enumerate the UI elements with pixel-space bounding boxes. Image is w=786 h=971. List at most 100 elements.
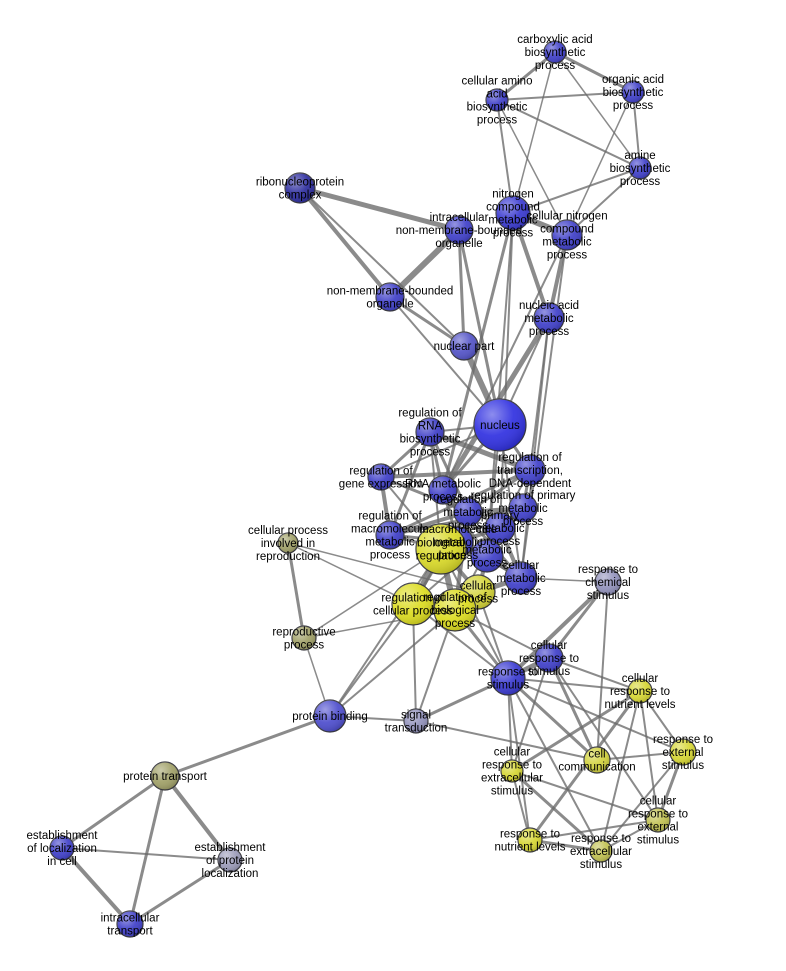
graph-edge-respstim-respnutrient: [507, 677, 531, 841]
graph-node-circle[interactable]: [627, 678, 653, 704]
graph-node-cellcomm[interactable]: [583, 746, 611, 774]
graph-edge-nitrogen-metab: [486, 212, 514, 557]
graph-node-estloc[interactable]: [49, 835, 75, 861]
graph-node-circle[interactable]: [594, 568, 622, 596]
graph-node-primary[interactable]: [484, 512, 516, 544]
edge-layer: [60, 50, 685, 926]
graph-node-circle[interactable]: [517, 827, 543, 853]
graph-node-estprot[interactable]: [217, 847, 243, 873]
graph-node-circle[interactable]: [453, 497, 483, 527]
graph-edge-respext-respextra: [600, 751, 684, 852]
graph-node-nuclearpart[interactable]: [449, 331, 479, 361]
graph-node-circle[interactable]: [583, 746, 611, 774]
graph-node-circle[interactable]: [551, 219, 583, 251]
graph-node-circle[interactable]: [403, 708, 429, 734]
graph-node-regmacromol[interactable]: [375, 520, 405, 550]
graph-node-respnutrient[interactable]: [517, 827, 543, 853]
graph-node-circle[interactable]: [504, 561, 538, 595]
graph-node-circle[interactable]: [485, 88, 509, 112]
graph-edge-regtrans-reggene: [379, 468, 532, 479]
graph-node-circle[interactable]: [449, 331, 479, 361]
graph-edge-regrnabio-regtrans: [427, 429, 533, 473]
graph-node-circle[interactable]: [217, 847, 243, 873]
graph-node-circle[interactable]: [150, 761, 180, 791]
graph-node-amine[interactable]: [628, 156, 652, 180]
graph-node-bioreg[interactable]: [415, 523, 467, 575]
graph-node-protbind[interactable]: [313, 699, 347, 733]
graph-node-circle[interactable]: [291, 625, 317, 651]
graph-node-respextra[interactable]: [589, 839, 613, 863]
graph-node-ribo[interactable]: [284, 172, 316, 204]
graph-edge-cellnitrogen-rnametab: [442, 234, 568, 491]
graph-edge-cellamino-nitrogen: [496, 99, 514, 214]
graph-node-reggene[interactable]: [367, 463, 395, 491]
graph-node-circle[interactable]: [508, 493, 538, 523]
graph-edge-prottrans-intratrans: [128, 774, 167, 926]
graph-node-circle[interactable]: [514, 454, 546, 486]
graph-node-circle[interactable]: [473, 398, 527, 452]
graph-node-cellrespstim[interactable]: [534, 643, 564, 673]
graph-node-regtrans[interactable]: [514, 454, 546, 486]
graph-node-cellrespext[interactable]: [645, 807, 671, 833]
graph-node-circle[interactable]: [433, 588, 477, 632]
graph-node-circle[interactable]: [543, 40, 567, 64]
graph-node-intratrans[interactable]: [116, 910, 144, 938]
graph-edge-cellrespstim-cellcomm: [547, 656, 599, 762]
graph-node-organic[interactable]: [621, 80, 645, 104]
graph-node-circle[interactable]: [628, 156, 652, 180]
graph-node-circle[interactable]: [495, 195, 531, 231]
graph-node-respext[interactable]: [669, 738, 697, 766]
graph-node-metab[interactable]: [470, 539, 504, 573]
graph-node-regmetab[interactable]: [453, 497, 483, 527]
graph-node-repro[interactable]: [291, 625, 317, 651]
graph-node-circle[interactable]: [444, 215, 474, 245]
graph-node-respchem[interactable]: [594, 568, 622, 596]
graph-node-cellrespextra[interactable]: [500, 759, 524, 783]
graph-node-circle[interactable]: [116, 910, 144, 938]
graph-node-circle[interactable]: [621, 80, 645, 104]
graph-edge-ribo-nuclearpart: [299, 187, 465, 347]
graph-node-circle[interactable]: [669, 738, 697, 766]
graph-node-nmb[interactable]: [375, 282, 405, 312]
graph-node-rnametab[interactable]: [428, 475, 458, 505]
graph-node-circle[interactable]: [645, 807, 671, 833]
graph-node-circle[interactable]: [284, 172, 316, 204]
graph-node-regprimary[interactable]: [508, 493, 538, 523]
graph-node-carbox[interactable]: [543, 40, 567, 64]
graph-node-circle[interactable]: [391, 582, 435, 626]
graph-edge-ribo-nmb: [298, 186, 392, 299]
graph-node-circle[interactable]: [375, 282, 405, 312]
graph-node-cellrespnutrient[interactable]: [627, 678, 653, 704]
graph-node-cellprocrepro[interactable]: [277, 532, 299, 554]
graph-node-circle[interactable]: [415, 417, 445, 447]
graph-node-nucleus[interactable]: [473, 398, 527, 452]
graph-node-circle[interactable]: [533, 302, 565, 334]
graph-node-circle[interactable]: [313, 699, 347, 733]
graph-node-regbio[interactable]: [433, 588, 477, 632]
graph-node-circle[interactable]: [367, 463, 395, 491]
graph-node-circle[interactable]: [470, 539, 504, 573]
graph-node-cellnitrogen[interactable]: [551, 219, 583, 251]
graph-node-regcell[interactable]: [391, 582, 435, 626]
graph-node-circle[interactable]: [534, 643, 564, 673]
graph-node-respstim[interactable]: [490, 660, 526, 696]
graph-node-circle[interactable]: [415, 523, 467, 575]
graph-node-circle[interactable]: [277, 532, 299, 554]
graph-node-prottrans[interactable]: [150, 761, 180, 791]
graph-node-circle[interactable]: [484, 512, 516, 544]
graph-node-circle[interactable]: [428, 475, 458, 505]
graph-node-circle[interactable]: [490, 660, 526, 696]
graph-node-intranmb[interactable]: [444, 215, 474, 245]
graph-node-circle[interactable]: [500, 759, 524, 783]
graph-edge-cellrespextra-cellrespext: [511, 770, 659, 821]
graph-node-cellamino[interactable]: [485, 88, 509, 112]
graph-node-regrnabio[interactable]: [415, 417, 445, 447]
graph-node-circle[interactable]: [589, 839, 613, 863]
graph-node-circle[interactable]: [49, 835, 75, 861]
graph-node-nucacid[interactable]: [533, 302, 565, 334]
graph-node-nitrogen[interactable]: [495, 195, 531, 231]
graph-node-sigtrans[interactable]: [403, 708, 429, 734]
graph-edge-regrnabio-regmacromol: [388, 430, 432, 537]
graph-node-cellmetab[interactable]: [504, 561, 538, 595]
graph-node-circle[interactable]: [375, 520, 405, 550]
